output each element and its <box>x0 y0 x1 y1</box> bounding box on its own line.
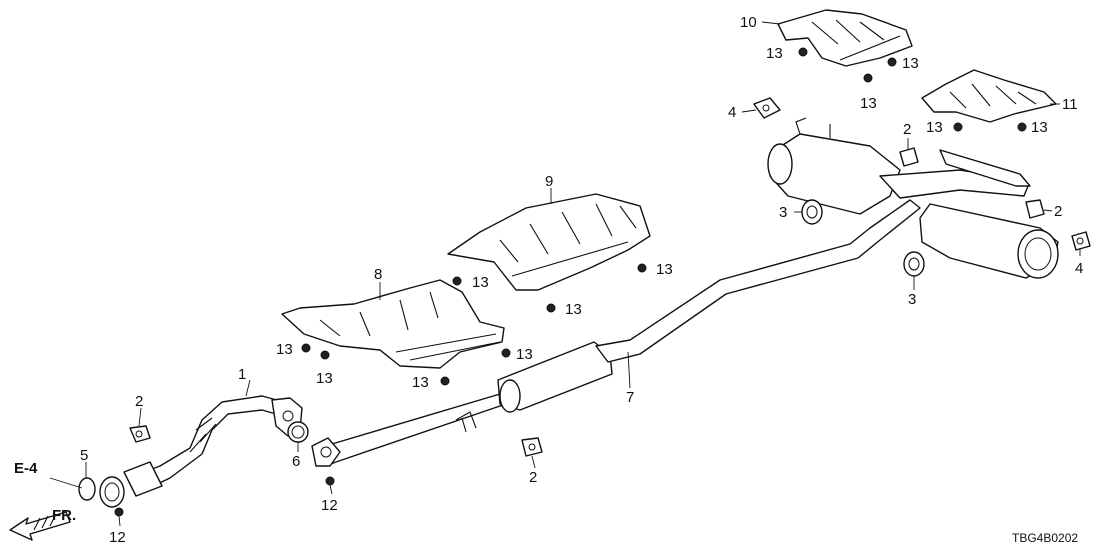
callout-3: 3 <box>779 204 787 221</box>
rear-muffler-assembly <box>767 117 1059 279</box>
gasket-5 <box>78 477 96 501</box>
callout-labels: 1 2 2 2 2 3 3 4 4 5 6 7 8 9 10 11 12 12 … <box>80 14 1083 546</box>
callout-13: 13 <box>1031 119 1048 136</box>
callout-11: 11 <box>1062 96 1078 113</box>
callout-13: 13 <box>565 301 582 318</box>
callout-4: 4 <box>728 104 736 121</box>
heat-shield-8 <box>281 279 505 369</box>
callout-2: 2 <box>135 393 143 410</box>
callout-13: 13 <box>926 119 943 136</box>
mount-3-right <box>903 251 925 277</box>
front-label: FR. <box>52 507 76 524</box>
callout-12: 12 <box>321 497 338 514</box>
mount-2-front <box>129 425 151 443</box>
callout-13: 13 <box>766 45 783 62</box>
callout-13: 13 <box>902 55 919 72</box>
callout-7: 7 <box>626 389 634 406</box>
callout-2: 2 <box>529 469 537 486</box>
leader-lines <box>49 21 1081 527</box>
callout-2: 2 <box>903 121 911 138</box>
callout-13: 13 <box>412 374 429 391</box>
mount-3-left <box>801 199 823 225</box>
callout-13: 13 <box>316 370 333 387</box>
callout-5: 5 <box>80 447 88 464</box>
gasket-6 <box>287 421 309 443</box>
front-direction-arrow <box>9 511 71 541</box>
callout-13: 13 <box>860 95 877 112</box>
callout-4: 4 <box>1075 260 1083 277</box>
mount-2-rear-upper <box>899 147 919 167</box>
heat-shield-9 <box>447 193 651 291</box>
callout-10: 10 <box>740 14 757 31</box>
callout-13: 13 <box>276 341 293 358</box>
hanger-4-lower <box>1071 231 1091 251</box>
mount-2-rear-right <box>1025 199 1045 219</box>
callout-13: 13 <box>516 346 533 363</box>
callout-9: 9 <box>545 173 553 190</box>
diagram-code: TBG4B0202 <box>1012 531 1078 545</box>
front-exhaust-pipe <box>99 395 303 508</box>
callout-3: 3 <box>908 291 916 308</box>
mount-2-center <box>521 437 543 457</box>
callout-13: 13 <box>656 261 673 278</box>
fastener-nuts <box>114 47 1027 517</box>
callout-12: 12 <box>109 529 126 546</box>
callout-2: 2 <box>1054 203 1062 220</box>
heat-shield-10 <box>777 9 913 67</box>
callout-8: 8 <box>374 266 382 283</box>
center-pipe-muffler <box>311 199 921 467</box>
callout-1: 1 <box>238 366 246 383</box>
callout-13: 13 <box>472 274 489 291</box>
heat-shield-11 <box>921 69 1057 123</box>
hanger-4-upper <box>753 97 781 119</box>
callout-6: 6 <box>292 453 300 470</box>
reference-e4-label: E-4 <box>14 460 38 477</box>
